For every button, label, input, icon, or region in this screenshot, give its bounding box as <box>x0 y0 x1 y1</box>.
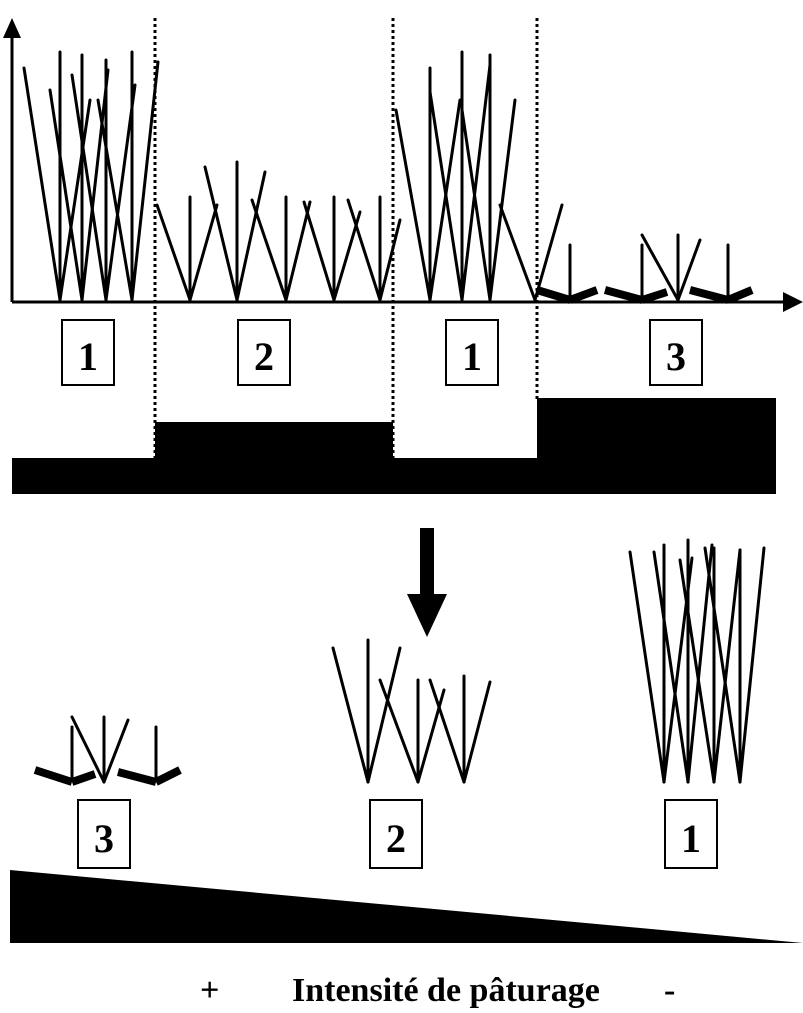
intensity-step-high <box>537 398 776 462</box>
grass-bent-blades-zone-3 <box>535 286 754 304</box>
group-label-1: 1 <box>664 799 718 869</box>
svg-text:3: 3 <box>94 816 114 861</box>
grazing-intensity-steps <box>12 398 776 494</box>
grass-group-1 <box>628 538 766 784</box>
caption-minus: - <box>664 972 676 1009</box>
grass-medium-zone-2 <box>155 160 402 302</box>
x-axis-arrowhead <box>783 292 803 312</box>
grass-group-2 <box>331 638 492 784</box>
grass-group-3 <box>33 715 182 786</box>
caption-plus: + <box>200 972 220 1009</box>
caption-label: Intensité de pâturage <box>292 972 600 1009</box>
svg-text:1: 1 <box>78 334 98 379</box>
intensity-wedge <box>10 870 803 943</box>
y-axis-arrowhead <box>3 18 21 38</box>
grass-short-zone-3 <box>568 233 730 302</box>
zone-label-3: 3 <box>649 319 703 386</box>
down-arrow-icon <box>407 528 447 637</box>
top-axes <box>10 35 790 304</box>
svg-text:1: 1 <box>462 334 482 379</box>
intensity-step-medium <box>155 422 393 462</box>
grass-tall-zone-1b <box>394 50 564 302</box>
grass-tall-zone-1a <box>22 50 160 302</box>
group-label-2: 2 <box>369 799 423 869</box>
group-label-3: 3 <box>77 799 131 869</box>
zone-label-1b: 1 <box>445 319 499 386</box>
zone-label-1a: 1 <box>61 319 115 386</box>
svg-text:2: 2 <box>386 816 406 861</box>
svg-text:1: 1 <box>681 816 701 861</box>
intensity-step-low <box>12 458 776 494</box>
axis-caption: + Intensité de pâturage - <box>0 972 803 1012</box>
svg-text:3: 3 <box>666 334 686 379</box>
svg-text:2: 2 <box>254 334 274 379</box>
zone-label-2: 2 <box>237 319 291 386</box>
